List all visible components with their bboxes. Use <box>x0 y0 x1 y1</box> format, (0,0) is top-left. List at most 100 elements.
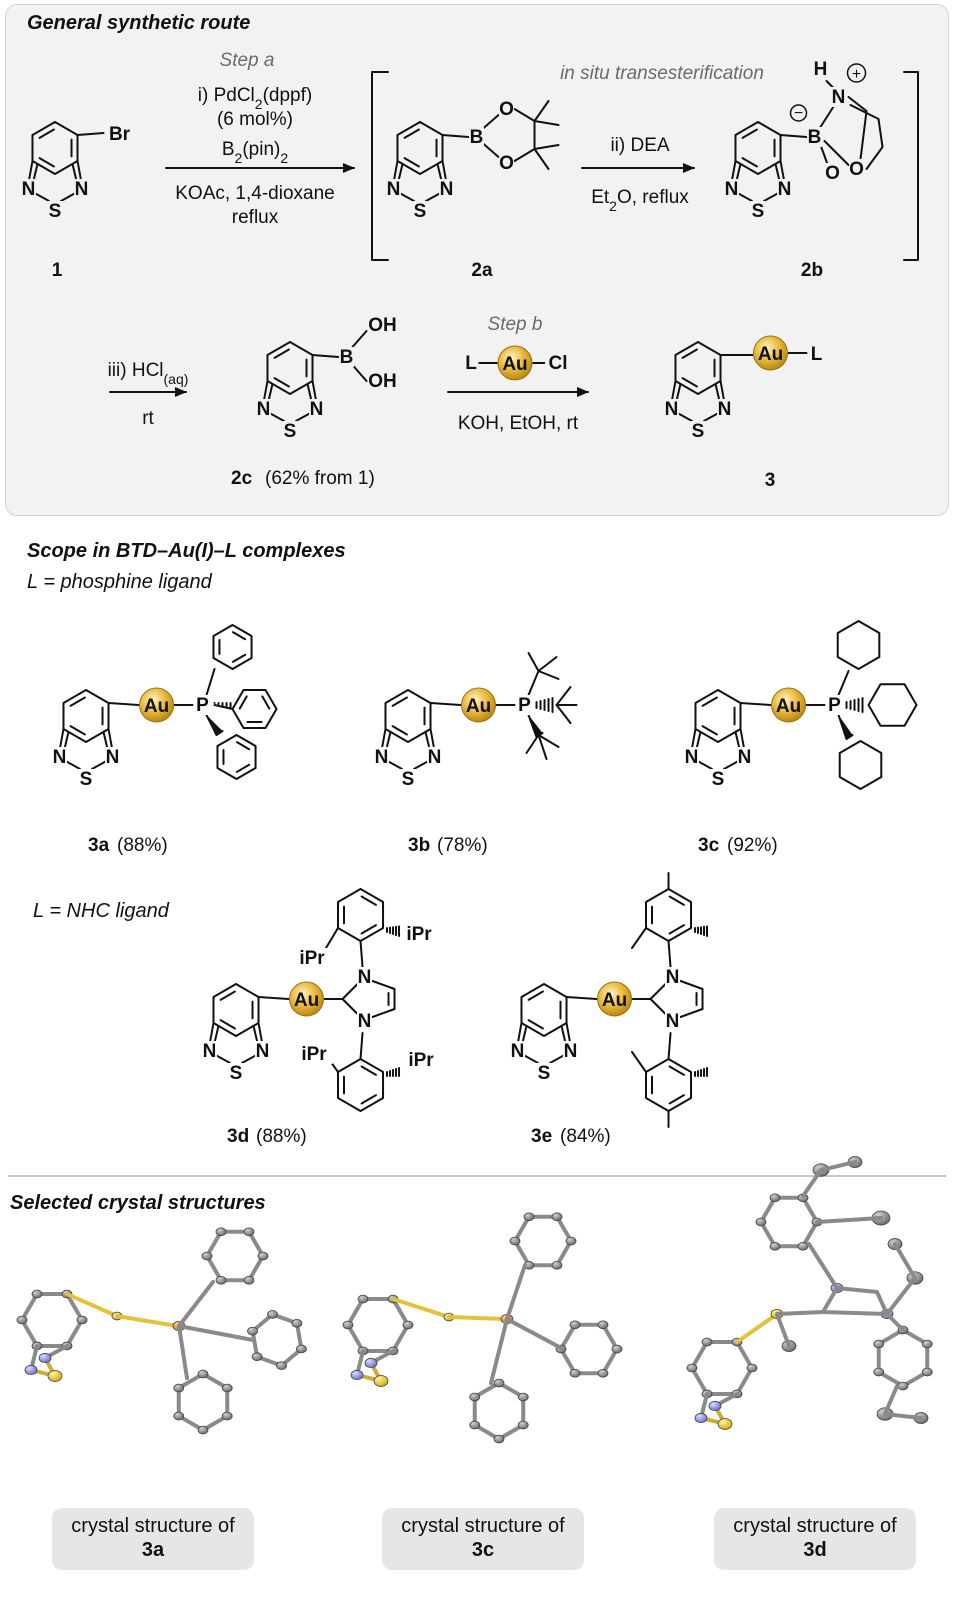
label-mask <box>665 967 681 987</box>
nitrogen-atom: N <box>665 399 679 420</box>
btd-ns-bond <box>522 1054 539 1064</box>
crystal-bond <box>177 1324 189 1381</box>
imidazole-bond <box>649 998 668 1016</box>
label-2c: 2c <box>231 468 253 489</box>
label-mask <box>665 1011 681 1031</box>
carbon-atom-icon <box>16 1315 28 1325</box>
btd-cn-double <box>521 1025 528 1044</box>
btd-cn-double <box>424 731 431 750</box>
label-mask <box>717 399 733 419</box>
crystal-bond <box>250 1329 260 1359</box>
phosphine-label: L = phosphine ligand <box>27 571 212 593</box>
carbon-atom-icon <box>221 1411 233 1421</box>
carbon-atom-icon <box>215 1275 227 1285</box>
crystal-bond <box>346 1297 365 1327</box>
label-mask <box>357 967 373 987</box>
carbon-atom-icon <box>243 1275 255 1285</box>
crystal-bond <box>177 1280 215 1329</box>
sulfur-atom-icon <box>47 1370 63 1382</box>
label-mask <box>201 1041 217 1061</box>
b-n-bond <box>819 104 836 128</box>
caption-3a: crystal structure of 3a <box>52 1508 254 1570</box>
label-mask <box>545 353 571 373</box>
btd-ns-bond <box>60 192 77 202</box>
label-mask <box>20 179 36 199</box>
nitrogen-atom: N <box>387 179 401 200</box>
b-oh-bond <box>351 330 368 348</box>
methyl <box>631 927 647 949</box>
plus-charge-icon <box>846 63 867 83</box>
btd-cn-double <box>734 731 741 750</box>
btd-ns-bond <box>425 192 442 202</box>
p-c-bond <box>837 670 850 696</box>
carbon-atom-icon <box>769 1241 781 1251</box>
nitrogen-atom-icon <box>694 1412 708 1424</box>
label-mask <box>51 747 67 767</box>
crystal-bond <box>115 1314 179 1329</box>
cyclohexyl-ring <box>836 620 881 670</box>
carbon-atom-icon <box>276 1361 287 1370</box>
imidazole-bond <box>371 980 396 990</box>
caption-3d-id: 3d <box>803 1539 827 1561</box>
p-c-bond <box>205 668 216 696</box>
carbon-atom-icon <box>569 1320 581 1330</box>
caption-3d-text: crystal structure of <box>733 1515 897 1537</box>
crystal-bond <box>883 1384 899 1417</box>
wedge-bond <box>205 714 224 736</box>
nitrogen-atom: N <box>666 967 680 988</box>
label-1: 1 <box>52 260 63 281</box>
btd-double <box>391 725 408 736</box>
cyclohexyl-ring <box>867 683 918 727</box>
carbon-atom-icon <box>173 1383 185 1393</box>
btd-cn-double <box>436 163 443 182</box>
methyl <box>631 1051 647 1073</box>
crystal-bond <box>447 1315 507 1322</box>
label-3c: 3c <box>698 835 720 856</box>
label-mask <box>427 747 443 767</box>
label-mask <box>710 769 726 789</box>
label-mask <box>255 399 271 419</box>
crystal-bond <box>555 1214 573 1244</box>
sulfur-atom-icon <box>717 1418 733 1430</box>
step-a-boron: B2(pin)2 <box>222 139 289 166</box>
pin-bond <box>513 148 536 162</box>
crystal-bond <box>505 1317 565 1352</box>
n-aryl-bond <box>667 1032 672 1060</box>
crystal-bond <box>489 1317 509 1386</box>
hydrogen-atom: H <box>814 59 828 80</box>
phenyl-ring-double <box>238 695 248 710</box>
crystal-bond <box>391 1297 451 1320</box>
methyl <box>555 704 572 724</box>
btd-ns-bond <box>33 192 50 202</box>
crystal-bond <box>391 1297 410 1327</box>
btd-cn-double <box>306 383 313 402</box>
nitrogen-atom: N <box>666 1011 680 1032</box>
methyl <box>533 148 550 170</box>
btd-double <box>403 128 420 139</box>
imidazole-bond <box>679 1008 704 1018</box>
crystal-bond <box>759 1195 777 1225</box>
label-2a: 2a <box>471 260 493 281</box>
crystal-bond <box>807 1242 839 1291</box>
btd-ns-bond <box>763 192 780 202</box>
label-mask <box>402 1050 440 1070</box>
crystal-bond <box>513 1214 531 1244</box>
phenyl-ring-double <box>235 741 251 751</box>
carbon-atom-icon <box>569 1368 581 1378</box>
step-a-reagent: i) PdCl2(dppf) <box>198 85 312 112</box>
btd-ns-bond <box>295 412 312 422</box>
carbon-atom-icon <box>493 1378 505 1388</box>
c-au-bond <box>107 702 140 706</box>
btd-ns-bond <box>703 412 720 422</box>
label-mask <box>517 695 533 715</box>
c-au-bond <box>739 702 772 706</box>
carbon-atom-icon <box>797 1241 809 1251</box>
btd-ns-bond <box>268 412 285 422</box>
carbon-atom-icon <box>76 1315 88 1325</box>
gold-atom-icon <box>139 687 175 723</box>
c-b-bond <box>311 354 340 358</box>
bromine-atom: Br <box>109 124 131 145</box>
sulfur-atom: S <box>538 1063 551 1084</box>
label-mask <box>309 399 325 419</box>
caption-3d: crystal structure of 3d <box>714 1508 916 1570</box>
